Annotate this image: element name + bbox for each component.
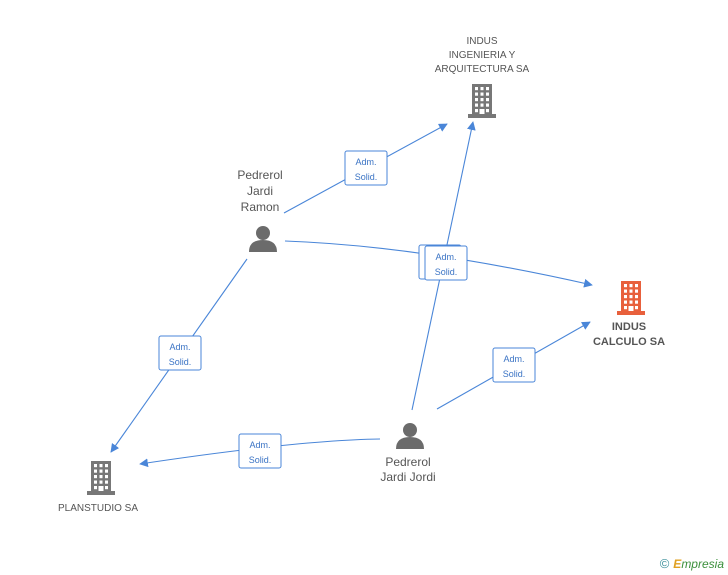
edge-label-ramon-to-planstudio[interactable]: Adm. Solid. [158, 335, 202, 371]
edge-label-text: Adm. [435, 252, 456, 262]
brand-initial: E [673, 557, 682, 571]
edge-label-jordi-to-indus_calc[interactable]: Adm. Solid. [492, 347, 536, 383]
edge-label-text: Solid. [503, 369, 526, 379]
edge-label-jordi-to-planstudio[interactable]: Adm. Solid. [238, 433, 282, 469]
person-icon [396, 423, 424, 449]
node-planstudio[interactable]: PLANSTUDIO SA [58, 461, 138, 514]
edge-label-box [492, 347, 536, 383]
brand-name: mpresia [681, 557, 724, 571]
edge-label-ramon-to-indus_ing[interactable]: Adm. Solid. [344, 150, 388, 186]
node-label: PLANSTUDIO SA [58, 503, 138, 514]
edge-label-text: Adm. [169, 342, 190, 352]
building-icon [87, 461, 115, 495]
brand-watermark: ©Empresia [660, 556, 724, 571]
edge-label-text: Adm. [249, 440, 270, 450]
edge-label-box [238, 433, 282, 469]
edge-label-box [424, 245, 468, 281]
copyright-symbol: © [659, 556, 670, 571]
edge-label-jordi-to-indus_ing[interactable]: Adm. Solid. [424, 245, 468, 281]
building-icon [617, 281, 645, 315]
edge-label-text: Solid. [169, 357, 192, 367]
person-icon [249, 226, 277, 252]
edge-label-box [344, 150, 388, 186]
edge-label-text: Solid. [249, 455, 272, 465]
edge-label-text: Solid. [435, 267, 458, 277]
edge-label-text: Solid. [355, 172, 378, 182]
edge-label-text: Adm. [503, 354, 524, 364]
edge-label-text: Adm. [355, 157, 376, 167]
edge-label-box [158, 335, 202, 371]
building-icon [468, 84, 496, 118]
